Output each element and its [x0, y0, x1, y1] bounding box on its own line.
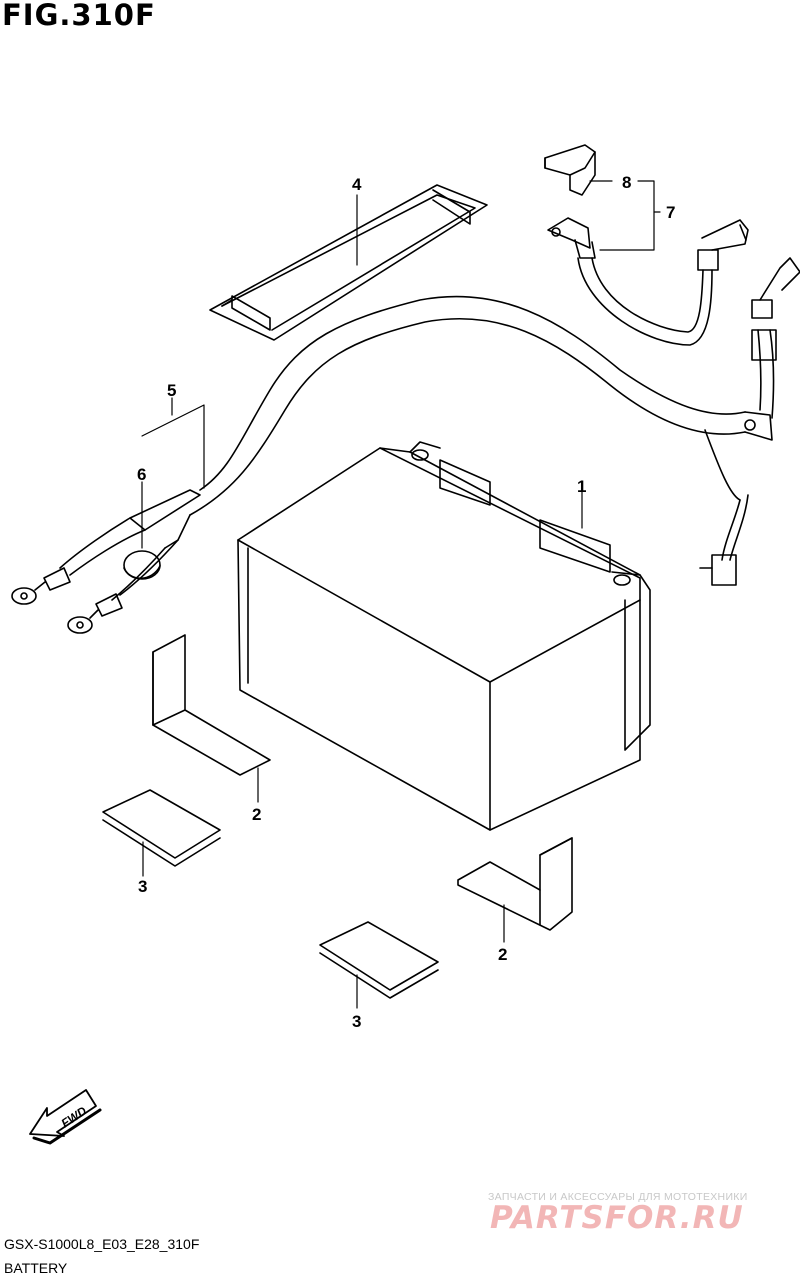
fwd-arrow: FWD	[29, 1089, 102, 1145]
diagram-name: BATTERY	[4, 1260, 68, 1276]
battery-strap	[209, 184, 488, 341]
positive-cable	[547, 217, 749, 346]
callout-1: 1	[577, 477, 586, 496]
callout-numbers: 4 1 8 7 5 6 2 3 2 3	[137, 173, 675, 1031]
callout-7: 7	[666, 203, 675, 222]
callout-5: 5	[167, 381, 176, 400]
bracket-left	[152, 634, 271, 776]
callout-4: 4	[352, 175, 362, 194]
diagram-code: GSX-S1000L8_E03_E28_310F	[4, 1236, 200, 1252]
callout-8: 8	[622, 173, 631, 192]
battery	[237, 441, 651, 831]
pad-right	[319, 921, 439, 999]
callout-3-left: 3	[138, 877, 147, 896]
callout-2-right: 2	[498, 945, 507, 964]
leader-lines	[141, 180, 661, 1009]
callout-2-left: 2	[252, 805, 261, 824]
callout-6: 6	[137, 465, 146, 484]
terminal-cover	[544, 144, 596, 196]
callout-3-right: 3	[352, 1012, 361, 1031]
watermark-tagline: ЗАПЧАСТИ И АКСЕССУАРЫ ДЛЯ МОТОТЕХНИКИ	[488, 1191, 748, 1203]
terminal-boot	[123, 550, 161, 580]
figure-title: FIG.310F	[2, 0, 156, 32]
main-harness	[11, 257, 800, 634]
bracket-right	[457, 837, 573, 931]
pad-left	[102, 789, 221, 867]
watermark-brand: PARTSFOR.RU	[490, 1200, 744, 1236]
